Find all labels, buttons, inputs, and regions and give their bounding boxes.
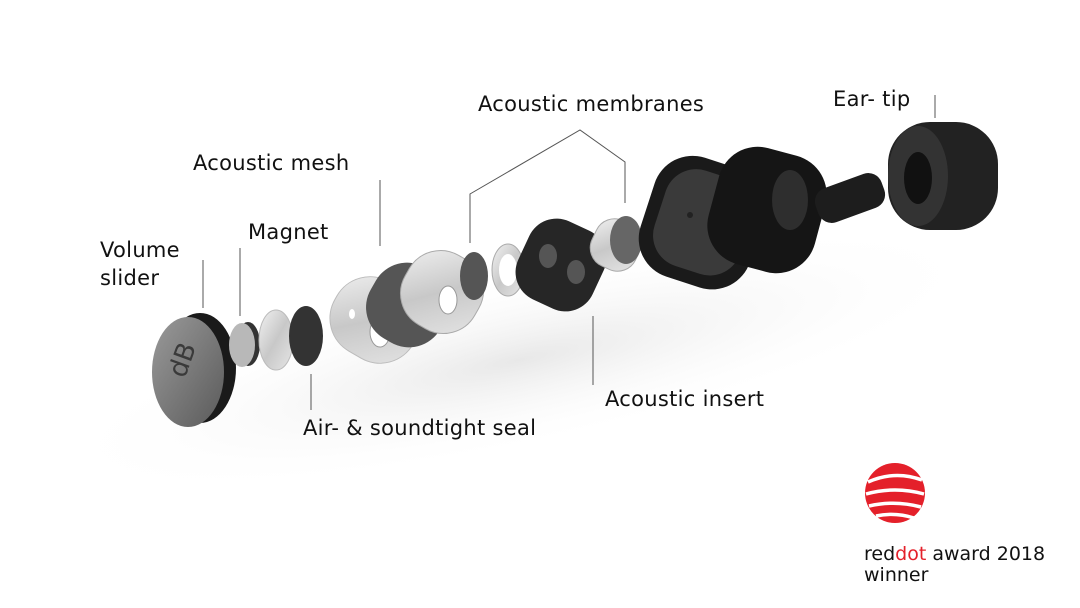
body-part [707,146,886,274]
leader-lines [202,95,936,410]
acoustic-insert-part [515,218,607,312]
award-red: red [864,543,896,565]
award-line1: reddot award 2018 [864,544,1045,565]
label-volume-slider-line2: slider [100,266,160,290]
membrane-2-part [589,216,643,272]
label-acoustic-membranes: Acoustic membranes [478,92,705,116]
magnet-part [229,322,260,367]
floor-shadow [50,226,990,494]
label-volume-slider-line1: Volume [100,238,180,262]
volume-slider-part: dB [152,313,236,427]
label-seal: Air- & soundtight seal [303,416,537,440]
membrane-1-part [460,252,488,300]
label-acoustic-insert: Acoustic insert [605,387,765,411]
label-volume-slider: Volume slider [100,236,180,292]
award-winner: winner [864,564,929,586]
seal-disc-part [289,306,323,366]
label-ear-tip: Ear- tip [833,87,911,111]
ear-tip-part [888,122,998,230]
award-text: reddot award 2018 winner [864,544,1045,586]
mesh-disc-part [258,309,294,371]
reddot-logo [865,463,925,523]
award-dot: dot [895,543,927,565]
label-magnet: Magnet [248,220,329,244]
award-year: award 2018 [926,543,1046,565]
washer-hole [499,254,517,286]
label-acoustic-mesh: Acoustic mesh [193,151,350,175]
